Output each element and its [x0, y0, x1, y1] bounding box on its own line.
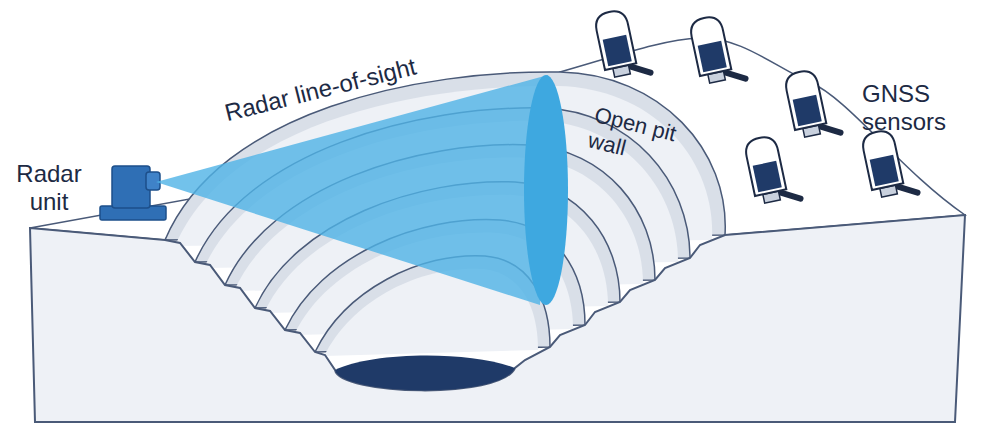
- beam-footprint: [524, 75, 568, 305]
- pit-water: [335, 355, 515, 390]
- radar-label: Radar unit: [8, 160, 90, 216]
- gnss-label: GNSS sensors: [862, 80, 990, 136]
- radar-unit-symbol: [100, 166, 166, 220]
- radar-beam: [156, 75, 548, 305]
